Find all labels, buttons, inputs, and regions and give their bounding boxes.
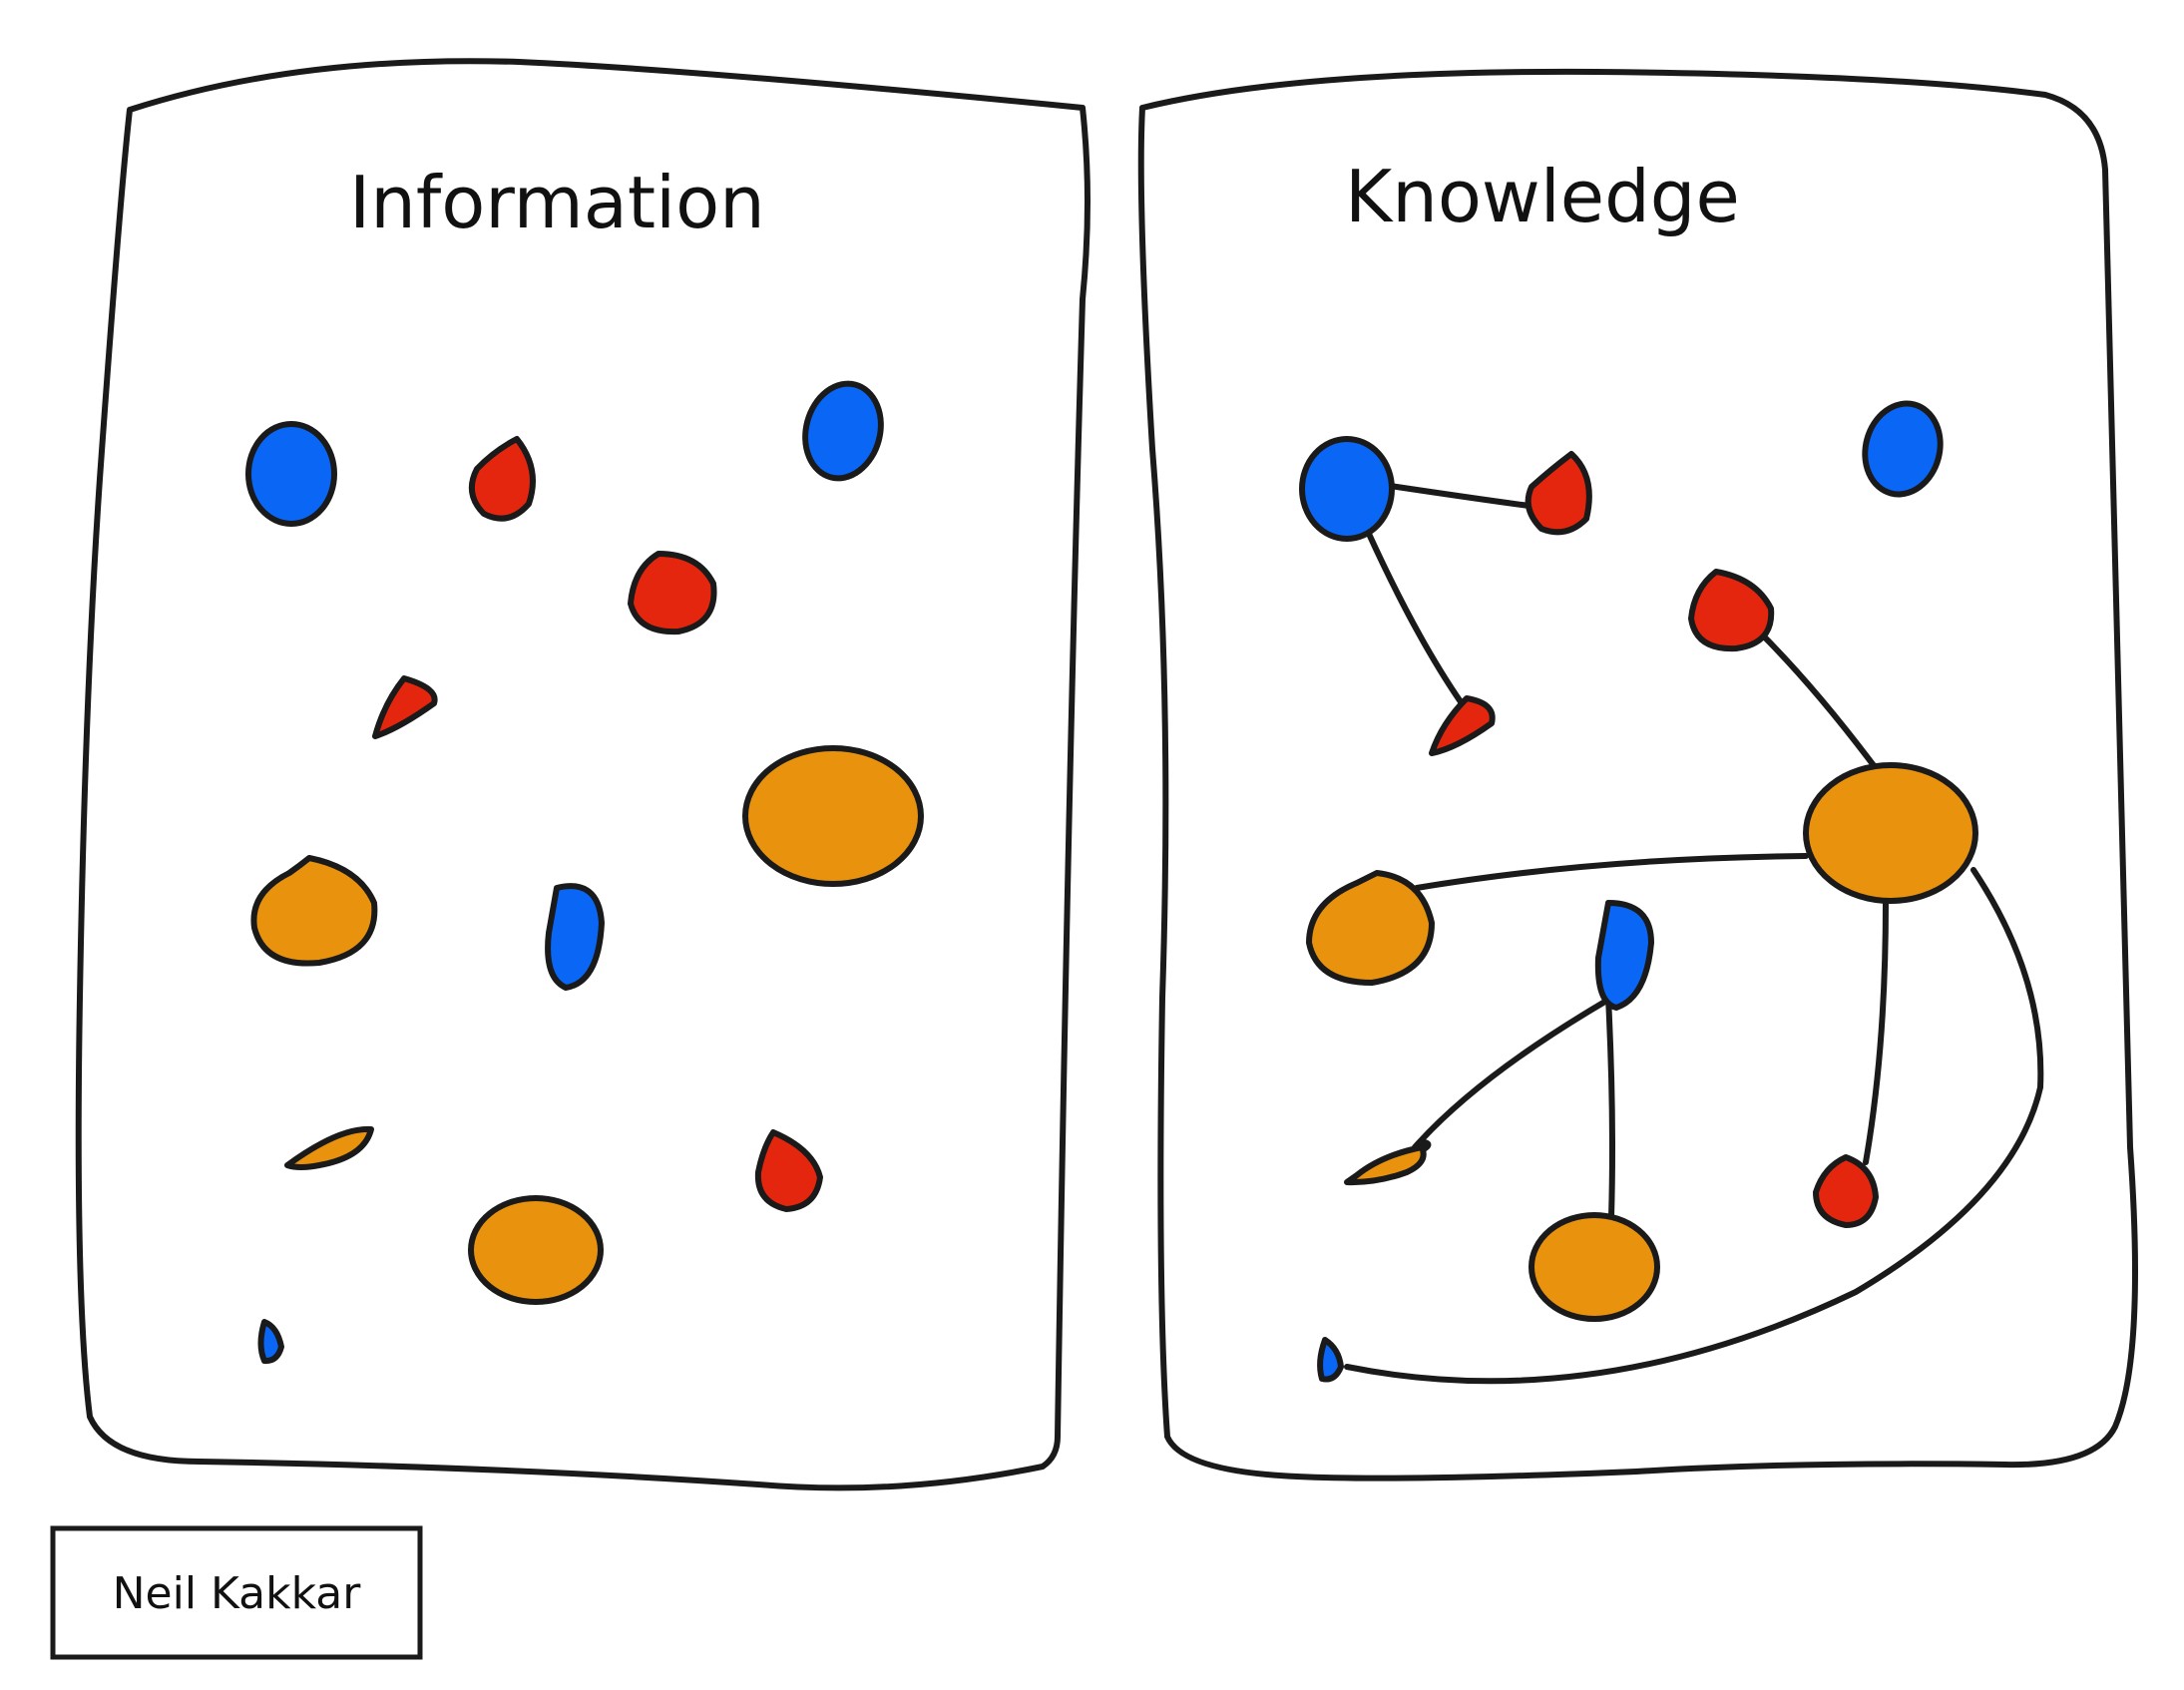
orange-node (250, 855, 378, 967)
knowledge-title: Knowledge (1345, 155, 1740, 238)
orange-node (1529, 1212, 1660, 1322)
orange-node (468, 1195, 604, 1305)
credit-text: Neil Kakkar (113, 1568, 362, 1619)
edge-blue-big-to-red-small (1366, 531, 1465, 706)
blue-node (545, 883, 605, 991)
blue-node (257, 1319, 284, 1365)
blue-node (1862, 400, 1944, 498)
red-node (468, 436, 536, 522)
orange-node (1306, 870, 1435, 986)
knowledge-panel (1137, 68, 2138, 1481)
red-node (1813, 1154, 1879, 1228)
credit-box (50, 1525, 423, 1660)
orange-node (1344, 1144, 1427, 1186)
red-node (1525, 451, 1592, 536)
blue-node (802, 380, 884, 482)
blue-node (1594, 900, 1654, 1011)
edge-hub-to-red-bottom (1863, 900, 1889, 1165)
blue-node (1317, 1337, 1344, 1383)
red-node (372, 675, 438, 739)
edge-blue-tall-to-orange-bottom (1605, 995, 1615, 1220)
edge-orange-left-to-hub (1414, 853, 1809, 891)
edge-blue-big-to-red-top (1374, 481, 1539, 510)
orange-hub-node (1803, 762, 1978, 904)
red-node (1688, 569, 1775, 652)
orange-node (742, 745, 924, 887)
information-title: Information (349, 161, 765, 244)
blue-node (1299, 436, 1395, 542)
edge-blue-tall-to-orange-small (1412, 1000, 1606, 1150)
information-panel (75, 58, 1091, 1491)
orange-node (284, 1125, 374, 1170)
red-node (628, 551, 717, 635)
red-node (754, 1129, 823, 1212)
knowledge-connections (1344, 481, 2044, 1385)
red-node (1429, 695, 1496, 756)
edge-hub-to-small-blue (1344, 867, 2044, 1385)
knowledge-nodes (1299, 400, 1978, 1383)
information-nodes (245, 380, 924, 1365)
edge-red-mid-to-orange-hub (1758, 631, 1879, 771)
blue-node (245, 421, 337, 527)
